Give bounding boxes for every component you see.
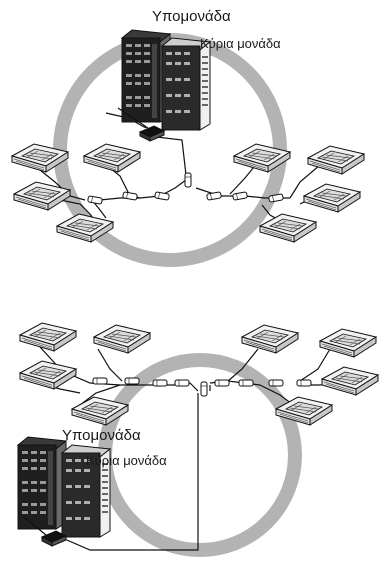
cassette-indoor-unit-icon bbox=[19, 322, 77, 352]
main-unit-label: Κύρια μονάδα bbox=[86, 453, 167, 468]
controller-box-icon bbox=[139, 125, 165, 142]
cassette-indoor-unit-icon bbox=[19, 360, 77, 390]
outdoor-unit-icon bbox=[17, 436, 67, 530]
sub-unit-label: Υπομονάδα bbox=[62, 427, 141, 444]
cassette-indoor-unit-icon bbox=[93, 324, 151, 354]
sub-unit-label: Υπομονάδα bbox=[152, 8, 231, 25]
diagram-bottom: Υπομονάδα Κύρια μονάδα bbox=[0, 285, 381, 565]
diagram-bottom-drawing bbox=[17, 322, 379, 557]
outdoor-unit-icon bbox=[161, 37, 211, 131]
cassette-indoor-unit-icon bbox=[321, 366, 379, 396]
diagram-top-drawing bbox=[11, 29, 365, 267]
cassette-indoor-unit-icon bbox=[241, 324, 299, 354]
refnet-joints-top bbox=[87, 172, 284, 205]
cassette-indoor-unit-icon bbox=[307, 145, 365, 175]
cassette-indoor-unit-icon bbox=[83, 143, 141, 173]
cassette-indoor-unit-icon bbox=[259, 213, 317, 243]
diagram-top: Υπομονάδα Κύρια μονάδα bbox=[11, 8, 365, 267]
cassette-indoor-unit-icon bbox=[303, 183, 361, 213]
main-unit-label: Κύρια μονάδα bbox=[200, 36, 281, 51]
